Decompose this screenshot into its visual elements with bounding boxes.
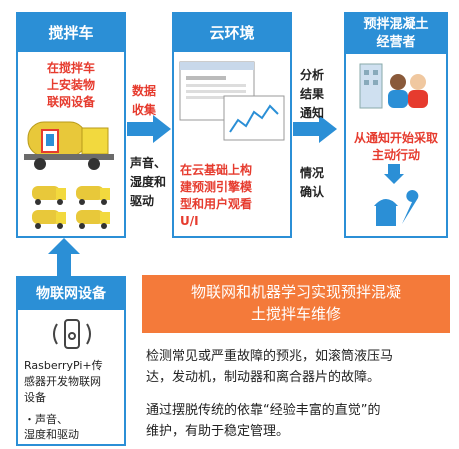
operator-title: 预拌混凝土 经营者: [346, 14, 446, 54]
small-truck-icon: [76, 186, 110, 205]
arrow-down-icon: [388, 164, 400, 174]
small-truck-icon: [32, 210, 66, 229]
arrow-down-icon-head: [384, 174, 404, 184]
arrow-up-bar: [57, 254, 71, 276]
arrow-bar-2: [293, 122, 319, 136]
operator-text: 从通知开始采取 主动行动: [353, 131, 438, 162]
office-people-icon: [359, 63, 428, 109]
iot-title: 物联网设备: [18, 278, 124, 310]
banner: 物联网和机器学习实现预拌混凝 土搅拌车维修: [142, 275, 450, 333]
iot-panel: 物联网设备 RasberryPi+传 感器开发物联网 设备 ・声音、 湿度和驱动: [16, 276, 126, 446]
desc-paragraph-1: 检测常见或严重故障的预兆，如滚筒液压马 达，发动机，制动器和离合器片的故障。: [146, 349, 394, 385]
label-data-collect: 数据 收集: [132, 84, 157, 117]
iot-bullet: ・声音、 湿度和驱动: [24, 413, 79, 441]
wireless-device-icon: [53, 319, 91, 349]
cloud-panel: 云环境 在云基础上构 建预测引擎模 型和用户观看 U/I: [172, 12, 292, 238]
cloud-text: 在云基础上构 建预测引擎模 型和用户观看 U/I: [180, 163, 253, 228]
mixer-truck-illustration: [24, 121, 114, 229]
operator-panel: 预拌混凝土 经营者 从通知开始采取 主动行动: [344, 12, 448, 238]
arrow-head-1: [153, 115, 171, 143]
desc-paragraph-2: 通过摆脱传统的依靠“经验丰富的直觉”的 维护，有助于稳定管理。: [146, 403, 381, 439]
small-truck-icon: [32, 186, 66, 205]
label-analysis: 分析 结果 通知: [300, 68, 325, 120]
dashboard-screens-illustration: [179, 61, 285, 141]
arrow-bar-1: [127, 122, 153, 136]
label-confirm: 情况 确认: [300, 166, 325, 199]
cloud-title: 云环境: [174, 14, 290, 52]
iot-device-text: RasberryPi+传 感器开发物联网 设备: [24, 359, 103, 404]
label-sound: 声音、 湿度和 驱动: [130, 156, 167, 208]
worker-wrench-icon: [374, 190, 419, 226]
small-truck-icon: [76, 210, 110, 229]
arrow-up-head: [48, 238, 80, 254]
mixer-text: 在搅拌车 上安装物 联网设备: [46, 61, 95, 109]
mixer-title: 搅拌车: [18, 14, 124, 52]
banner-title: 物联网和机器学习实现预拌混凝 土搅拌车维修: [190, 283, 401, 323]
mixer-panel: 搅拌车 在搅拌车 上安装物 联网设备: [16, 12, 126, 238]
arrow-head-2: [319, 115, 337, 143]
